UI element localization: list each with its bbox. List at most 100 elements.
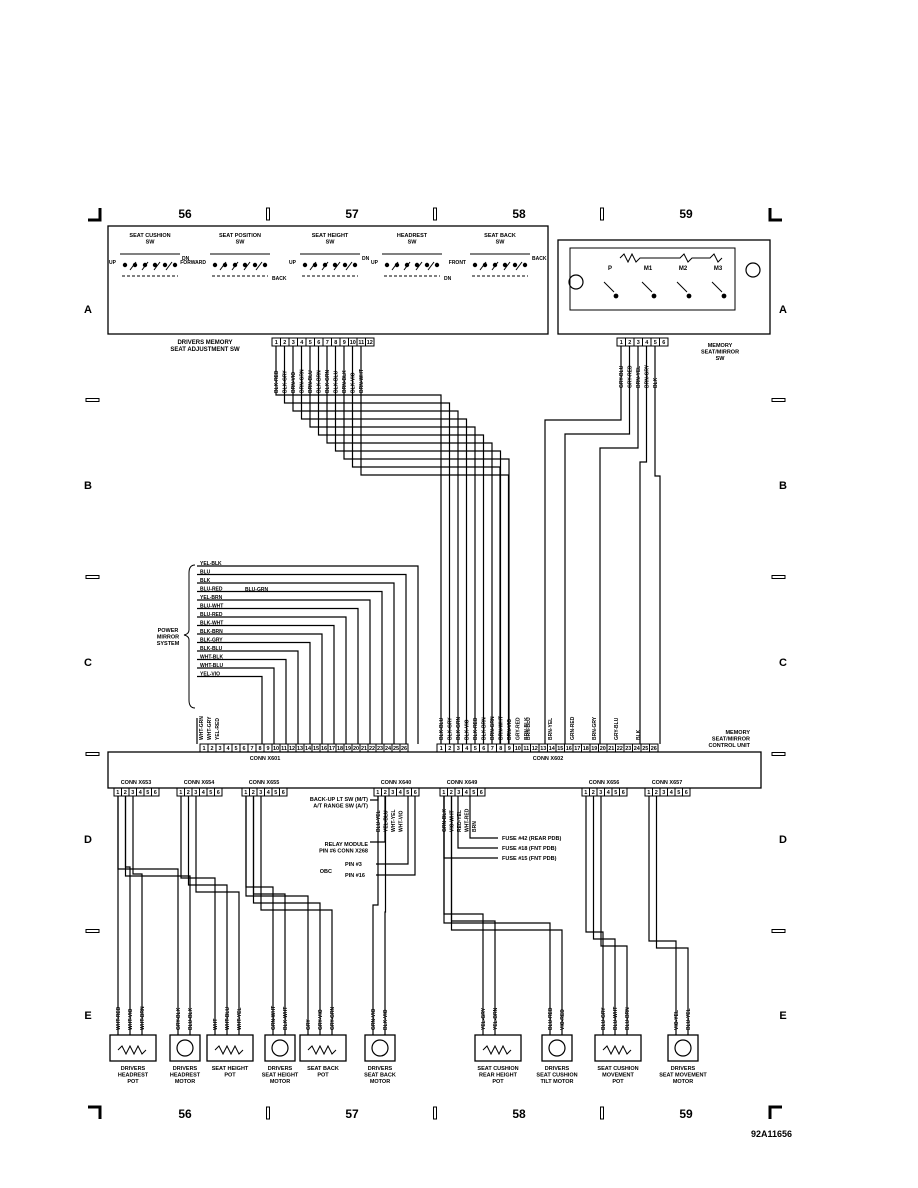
switch-blade <box>255 261 263 271</box>
svg-text:REAR HEIGHT: REAR HEIGHT <box>479 1073 518 1079</box>
mirror-contact <box>603 281 619 299</box>
seat-switch-wire-label: BLK-RED <box>274 370 280 393</box>
pin-number: 8 <box>499 746 502 752</box>
pin-number: 11 <box>281 746 287 752</box>
zone-number: 56 <box>178 1107 192 1121</box>
pin-number: 11 <box>358 340 364 346</box>
svg-text:DRIVERS: DRIVERS <box>671 1066 696 1072</box>
contact <box>122 262 128 268</box>
component-wire-label: WHT-RED <box>116 1006 122 1030</box>
svg-text:DRIVERS: DRIVERS <box>368 1066 393 1072</box>
x602-wire-label: BRN-VIO <box>507 719 513 740</box>
contact <box>686 293 692 299</box>
pin-number: 2 <box>448 746 451 752</box>
svg-text:UP: UP <box>109 260 117 266</box>
x602-wire-label: BRN-GRY <box>592 716 598 740</box>
motor <box>667 1034 699 1062</box>
pin-number: 23 <box>377 746 383 752</box>
pin-number: 2 <box>450 790 453 796</box>
pin-number: 3 <box>259 790 262 796</box>
x649-wire-label: VIO-WHT <box>450 810 456 832</box>
pin-number: 11 <box>523 746 529 752</box>
svg-text:BLK-BLU: BLK-BLU <box>200 646 223 652</box>
svg-text:58: 58 <box>512 207 526 221</box>
svg-text:SEAT CUSHION: SEAT CUSHION <box>477 1066 518 1072</box>
svg-text:POT: POT <box>317 1073 329 1079</box>
svg-text:E: E <box>84 1010 91 1022</box>
contact <box>302 262 308 268</box>
x602-wire-label: GRY-RED <box>516 717 522 740</box>
svg-text:FRONT: FRONT <box>449 260 466 266</box>
pin-number: 3 <box>457 790 460 796</box>
pin-number: 5 <box>146 790 149 796</box>
switch-wire <box>292 346 459 744</box>
row-tick <box>85 398 100 402</box>
power-mirror-wire <box>197 565 419 744</box>
svg-text:B: B <box>84 480 92 492</box>
svg-text:UP: UP <box>289 260 297 266</box>
ref-wire <box>376 796 409 865</box>
svg-text:SW: SW <box>716 356 726 362</box>
seat-switch-wire-label: BRN-BLK <box>342 370 348 393</box>
switch-blade <box>415 261 423 271</box>
pot-resistor-icon <box>117 1044 147 1056</box>
zone-number: 56 <box>178 207 192 221</box>
svg-text:DN: DN <box>444 276 452 282</box>
row-letter: B <box>779 480 787 492</box>
svg-text:D: D <box>84 834 92 846</box>
mirror-wire <box>544 346 622 744</box>
zone-divider <box>600 1106 604 1120</box>
svg-text:SEAT HEIGHT: SEAT HEIGHT <box>312 233 349 239</box>
component-wire <box>124 796 191 1035</box>
zone-number: 59 <box>679 207 693 221</box>
position-label: M3 <box>714 266 723 272</box>
svg-text:MOTOR: MOTOR <box>175 1079 195 1085</box>
indicator-lamp-icon <box>568 274 584 290</box>
pot-resistor-icon <box>602 1044 632 1056</box>
svg-text:SEAT CUSHION: SEAT CUSHION <box>536 1073 577 1079</box>
component-wire-label: YEL-GRY <box>481 1007 487 1030</box>
svg-text:SW: SW <box>146 240 156 246</box>
switch-dir: FORWARD <box>180 260 206 266</box>
component-wire-label: GRN-VIO <box>371 1009 377 1031</box>
svg-text:A: A <box>84 304 92 316</box>
component-wire <box>180 796 216 1035</box>
pin-number: 1 <box>584 790 587 796</box>
svg-text:SW: SW <box>496 240 506 246</box>
pin-number: 4 <box>465 790 469 796</box>
svg-text:FUSE #15 (FNT PDB): FUSE #15 (FNT PDB) <box>502 856 557 862</box>
power-mirror-wire-label: BLK-BRN <box>200 629 223 635</box>
x602-wire-label: BRN-WHT <box>499 716 505 740</box>
switch-dir: BACK <box>532 256 547 262</box>
component-wire-label: GRY-BLK <box>176 1007 182 1030</box>
svg-text:MEMORY: MEMORY <box>708 343 733 349</box>
x602-wire-label: BRN-GRN <box>490 716 496 740</box>
contact <box>212 262 218 268</box>
corner-mark <box>88 208 102 222</box>
x602-wire-label: BRN-YEL <box>548 718 554 740</box>
seat-switch-wire-label: BLK-GRN <box>325 370 331 393</box>
zone-number: 58 <box>512 207 526 221</box>
x602-wire-label: BLK-VIO <box>465 719 471 740</box>
seat-switch-wire-label: BLK-GRY <box>283 370 289 393</box>
svg-text:92A11656: 92A11656 <box>751 1129 792 1139</box>
component-wire <box>117 796 179 1035</box>
corner-mark <box>768 1105 782 1119</box>
svg-text:RELAY MODULE: RELAY MODULE <box>325 842 369 848</box>
motor-icon <box>271 1039 289 1057</box>
switch-blade <box>243 261 251 271</box>
switch-blade <box>153 261 161 271</box>
switch-wire <box>317 346 485 744</box>
pin-number: 4 <box>670 790 674 796</box>
connector-pin <box>151 787 160 797</box>
power-mirror-extra-label: BLU-GRN <box>245 587 268 593</box>
power-mirror-wire-label: BLU-RED <box>200 612 223 618</box>
pin-number: 8 <box>334 340 337 346</box>
power-mirror-wire <box>197 658 287 744</box>
svg-text:CONN X602: CONN X602 <box>533 756 564 762</box>
